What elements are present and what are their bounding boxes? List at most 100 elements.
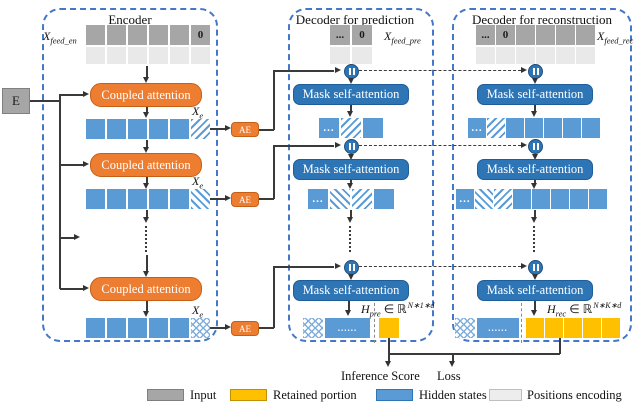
cell-positions bbox=[556, 47, 575, 64]
cell-input bbox=[536, 25, 555, 45]
arrowhead bbox=[347, 111, 353, 117]
arrowhead bbox=[531, 183, 537, 189]
var: H bbox=[361, 302, 370, 316]
var-sub: feed_en bbox=[50, 35, 77, 46]
encoder-hidden-row-2 bbox=[86, 189, 210, 209]
arrowhead bbox=[143, 147, 149, 153]
dashed-connector bbox=[359, 145, 521, 146]
decoder-reconstruction-panel bbox=[452, 8, 632, 342]
var-sub: feed_pre bbox=[391, 35, 421, 46]
connector-line bbox=[210, 327, 225, 329]
arrowhead bbox=[335, 67, 341, 73]
arrowhead bbox=[348, 274, 354, 280]
cell-input-ellipsis: ... bbox=[330, 25, 350, 45]
cell-input-zero: 0 bbox=[191, 25, 210, 45]
cell-hidden-collapsed: ...... bbox=[477, 318, 519, 338]
prediction-hidden-row-1: ... bbox=[319, 118, 383, 138]
connector-line bbox=[534, 180, 536, 184]
connector-line bbox=[259, 129, 274, 131]
cell-crosshatched bbox=[303, 318, 323, 338]
cell-hidden bbox=[86, 119, 105, 139]
cell-retained bbox=[602, 318, 620, 338]
concat-bars bbox=[352, 68, 355, 75]
cell-hatched bbox=[494, 189, 512, 209]
cell-crosshatched bbox=[455, 318, 475, 338]
mask-self-attention-pred-2: Mask self-attention bbox=[293, 159, 409, 180]
cell-input-zero: 0 bbox=[496, 25, 515, 45]
cell-hidden bbox=[107, 119, 126, 139]
cell-input-ellipsis: ... bbox=[476, 25, 495, 45]
connector-line bbox=[259, 327, 274, 329]
concat-bars bbox=[536, 264, 539, 271]
x-feed-rec-label: Xfeed_rec bbox=[597, 29, 633, 45]
legend-swatch-hidden bbox=[376, 389, 413, 401]
set-membership: ∈ ℝ bbox=[383, 302, 407, 316]
legend-label-input: Input bbox=[190, 388, 217, 402]
arrowhead bbox=[348, 154, 354, 160]
cell-retained bbox=[583, 318, 601, 338]
cell-hatched bbox=[352, 189, 372, 209]
arrowhead bbox=[532, 274, 538, 280]
cell-hidden bbox=[544, 118, 562, 138]
arrowhead bbox=[521, 142, 527, 148]
concat-node bbox=[344, 64, 359, 79]
cell-hatched bbox=[330, 189, 350, 209]
cell-hidden-ellipsis: ... bbox=[456, 189, 474, 209]
arrowhead bbox=[348, 78, 354, 84]
connector-line bbox=[534, 301, 536, 311]
arrowhead bbox=[531, 217, 537, 223]
encoder-panel bbox=[42, 8, 218, 342]
cell-positions bbox=[86, 47, 105, 64]
cell-hidden bbox=[525, 118, 543, 138]
cell-hidden bbox=[513, 189, 531, 209]
var-sub: pre bbox=[369, 308, 381, 319]
mask-self-attention-pred-1: Mask self-attention bbox=[293, 84, 409, 105]
reconstruction-hidden-row-1: ... bbox=[468, 118, 600, 138]
cell-positions bbox=[128, 47, 147, 64]
reconstruction-retained-row bbox=[526, 318, 620, 338]
cell-positions bbox=[330, 47, 350, 64]
var-sub: e bbox=[199, 180, 204, 191]
connector-line bbox=[146, 66, 148, 77]
legend-label-positions: Positions encoding bbox=[527, 388, 622, 402]
set-membership: ∈ ℝ bbox=[569, 302, 593, 316]
x-feed-pre-label: Xfeed_pre bbox=[384, 29, 421, 45]
prediction-hidden-row-2: ... bbox=[308, 189, 394, 209]
cell-positions bbox=[576, 47, 595, 64]
cell-hidden-ellipsis: ... bbox=[319, 118, 339, 138]
dashdot-separator bbox=[521, 303, 522, 343]
encoder-hidden-row-1 bbox=[86, 119, 210, 139]
cell-positions bbox=[352, 47, 372, 64]
connector-line bbox=[348, 301, 350, 311]
concat-node bbox=[528, 139, 543, 154]
connector-line bbox=[273, 267, 275, 328]
connector-line bbox=[146, 210, 148, 218]
var: X bbox=[384, 29, 392, 43]
var: X bbox=[192, 174, 200, 188]
encoder-hidden-row-3 bbox=[86, 318, 210, 338]
concat-bars bbox=[536, 68, 539, 75]
cell-hidden bbox=[128, 119, 147, 139]
var: X bbox=[192, 104, 200, 118]
xe-label-1: Xe bbox=[192, 104, 203, 120]
cell-positions bbox=[170, 47, 189, 64]
concat-bars bbox=[536, 143, 539, 150]
cell-hidden bbox=[570, 189, 588, 209]
decoder-prediction-panel bbox=[288, 8, 434, 342]
cell-hidden bbox=[506, 118, 524, 138]
legend-swatch-retained bbox=[230, 389, 267, 401]
cell-retained bbox=[526, 318, 544, 338]
legend-swatch-positions bbox=[489, 389, 522, 401]
cell-hidden-ellipsis: ... bbox=[468, 118, 486, 138]
connector-line bbox=[534, 210, 536, 218]
cell-input bbox=[128, 25, 147, 45]
cell-input bbox=[516, 25, 535, 45]
cell-hidden bbox=[363, 118, 383, 138]
connector-line bbox=[388, 353, 560, 355]
connector-line bbox=[146, 255, 148, 271]
cell-hatched-xe bbox=[191, 189, 210, 209]
concat-node bbox=[344, 139, 359, 154]
legend-label-hidden: Hidden states bbox=[419, 388, 487, 402]
connector-line bbox=[146, 107, 148, 113]
